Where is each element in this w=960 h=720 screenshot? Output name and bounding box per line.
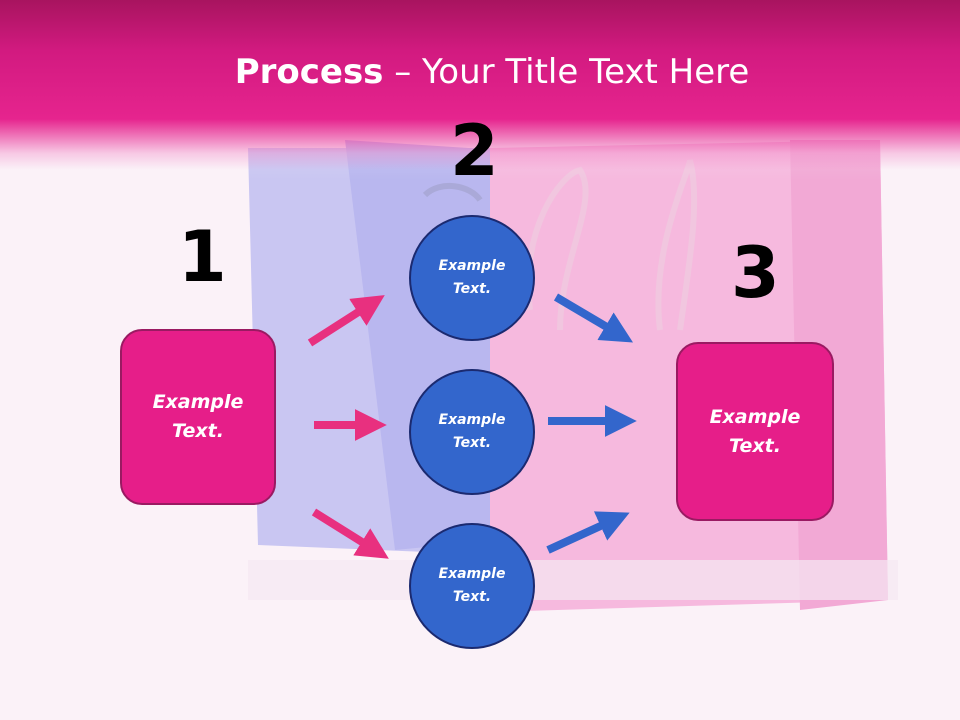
step-number-3: 3 bbox=[731, 232, 780, 314]
step-2-circle-3: Example Text. bbox=[409, 523, 535, 649]
step-2-circle-2: Example Text. bbox=[409, 369, 535, 495]
title-rest: – Your Title Text Here bbox=[383, 52, 750, 92]
step-1-box: Example Text. bbox=[120, 329, 276, 505]
title-bold: Process bbox=[234, 52, 384, 92]
step-number-1: 1 bbox=[178, 216, 227, 298]
arrow-box1-to-circle3 bbox=[311, 508, 389, 559]
arrow-circle3-to-box3 bbox=[546, 511, 630, 554]
arrow-circle1-to-box3 bbox=[553, 293, 634, 343]
arrow-box1-to-circle1 bbox=[307, 295, 385, 347]
step-3-box: Example Text. bbox=[676, 342, 834, 521]
circle-2-label: Example Text. bbox=[438, 412, 506, 451]
title-bar bbox=[0, 0, 960, 170]
step-2-circle-1: Example Text. bbox=[409, 215, 535, 341]
circle-1-label: Example Text. bbox=[438, 258, 506, 297]
circle-3-label: Example Text. bbox=[438, 566, 506, 605]
step-number-2: 2 bbox=[450, 110, 499, 192]
slide-title: Process – Your Title Text Here bbox=[0, 52, 960, 92]
step-1-label: Example Text. bbox=[152, 391, 244, 442]
step-3-label: Example Text. bbox=[709, 405, 801, 457]
